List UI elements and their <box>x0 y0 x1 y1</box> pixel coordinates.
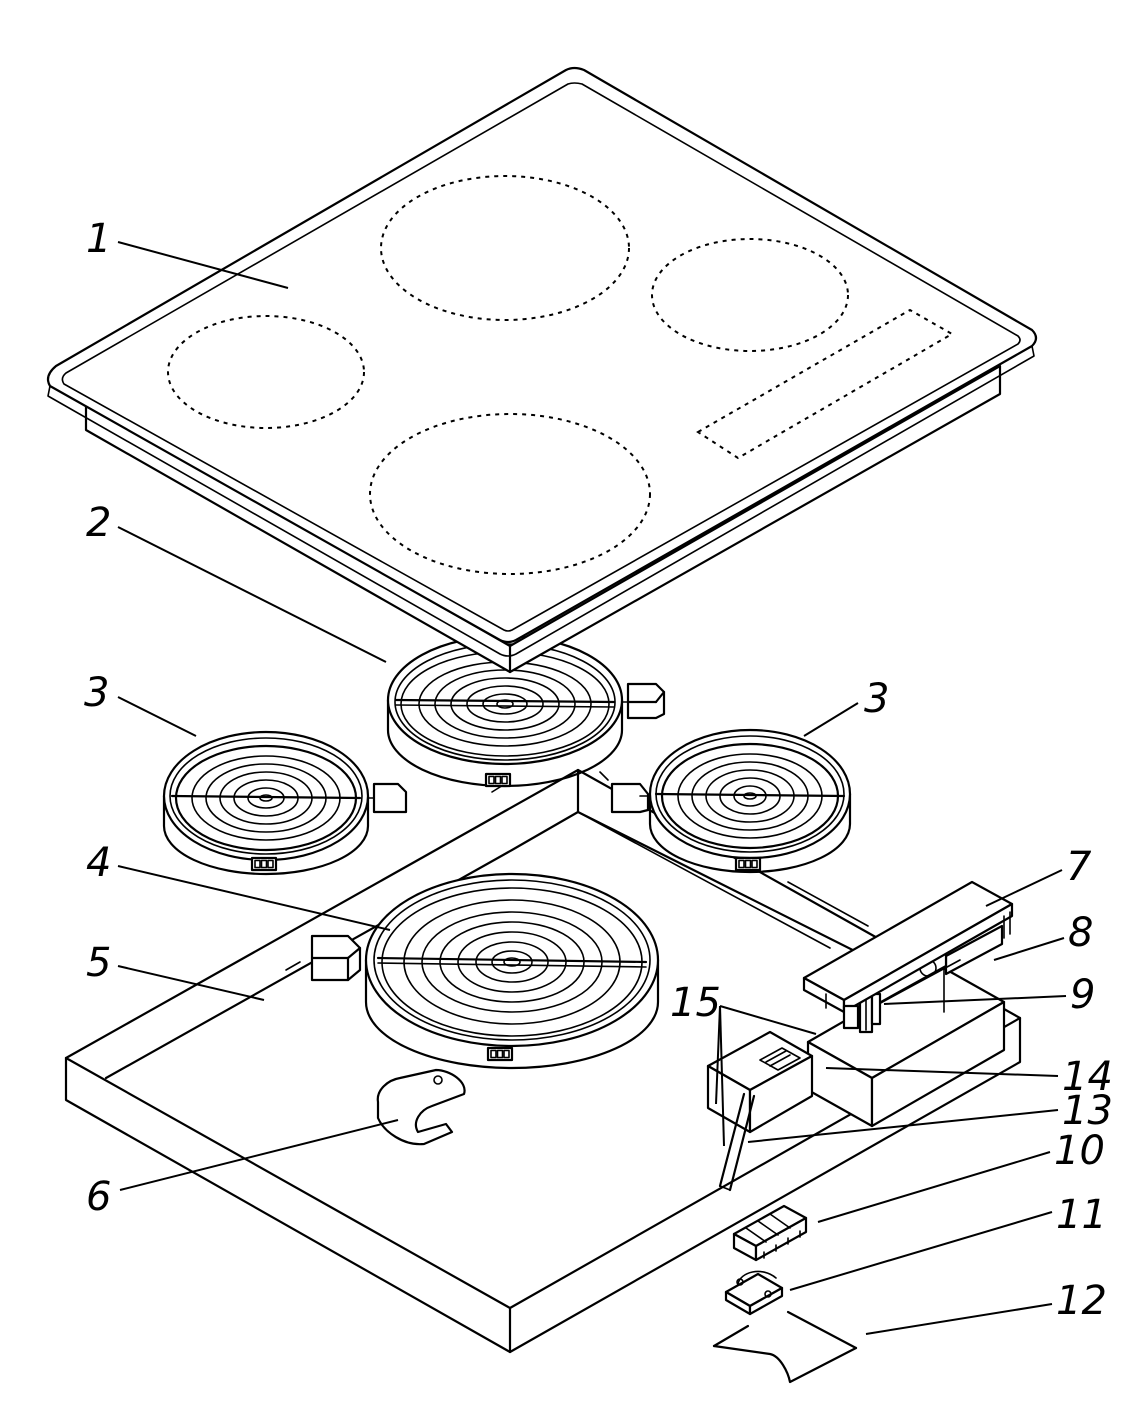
callout-7: 7 <box>1066 844 1092 890</box>
glass-ceramic-hob-top <box>46 66 1038 674</box>
control-housing <box>806 964 1006 1128</box>
base-tray <box>64 768 1022 1354</box>
cover-plate <box>712 1310 858 1384</box>
callout-5: 5 <box>86 940 111 986</box>
strain-relief-clamp <box>724 1270 784 1316</box>
callout-4: 4 <box>86 840 111 886</box>
callout-13: 13 <box>1062 1088 1113 1134</box>
callout-labels: 1 2 3 3 4 5 6 7 8 9 10 11 12 13 14 15 <box>84 216 1113 1324</box>
callout-2: 2 <box>86 500 111 546</box>
terminal-block <box>732 1204 808 1262</box>
callout-11: 11 <box>1056 1192 1107 1238</box>
small-radiant-heater-left <box>162 730 408 876</box>
callout-15: 15 <box>670 980 721 1026</box>
callout-1: 1 <box>86 216 111 262</box>
callout-10: 10 <box>1054 1128 1105 1174</box>
callout-9: 9 <box>1070 972 1095 1018</box>
cable <box>718 1092 756 1192</box>
callout-6: 6 <box>86 1174 111 1220</box>
callout-8: 8 <box>1068 910 1093 956</box>
callout-12: 12 <box>1056 1278 1107 1324</box>
small-radiant-heater-right <box>610 728 852 874</box>
mounting-clip <box>376 1068 466 1146</box>
callout-3-right: 3 <box>864 676 889 722</box>
leader-lines <box>117 241 1067 1335</box>
touch-control-board <box>802 880 1014 1030</box>
large-radiant-heater <box>310 872 660 1070</box>
callout-3-left: 3 <box>84 670 109 716</box>
callout-14: 14 <box>1062 1054 1113 1100</box>
